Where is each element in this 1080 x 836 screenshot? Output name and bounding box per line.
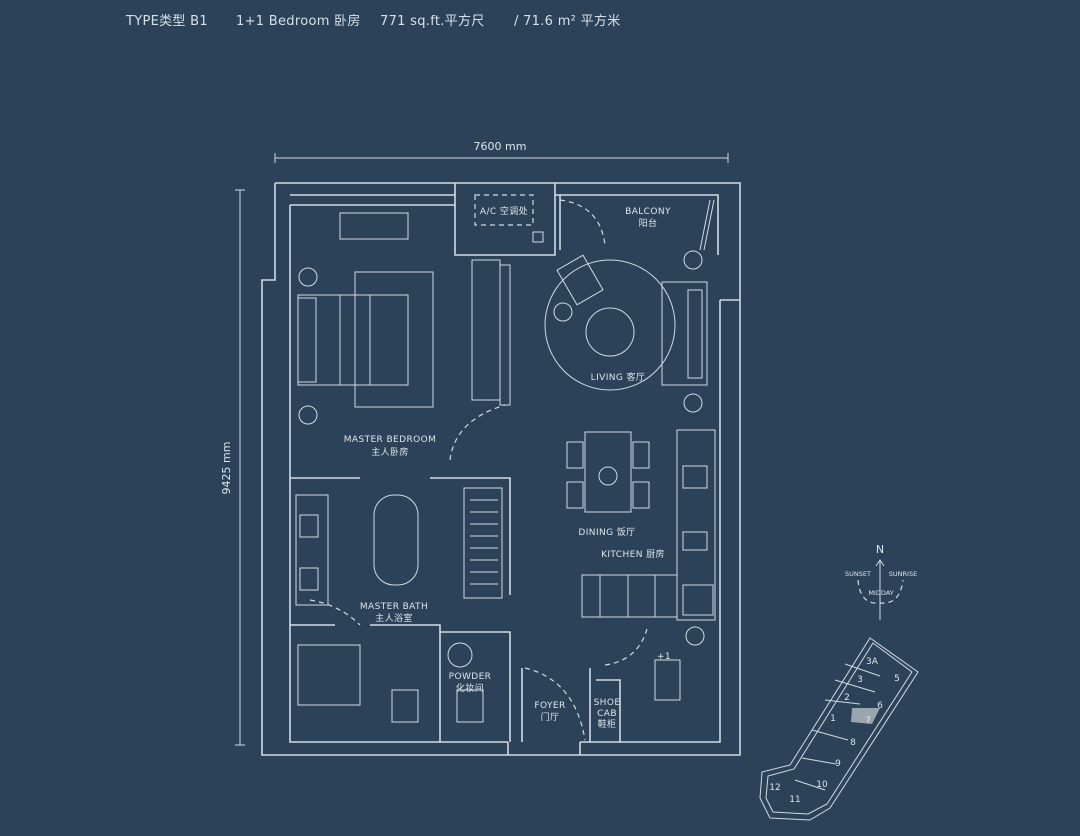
master-bath-label-en: MASTER BATH: [360, 602, 428, 612]
wardrobe-tv-unit: [471, 259, 511, 406]
width-dimension: 7600 mm: [274, 140, 729, 163]
midday-label: MIDDAY: [868, 589, 893, 597]
foyer-label-en: FOYER: [534, 701, 565, 711]
keyplan-unit: 10: [816, 780, 828, 790]
dining-table: [566, 431, 650, 513]
kitchen-label: KITCHEN 厨房: [601, 548, 665, 560]
shoe-cab-label-cn: 鞋柜: [598, 718, 617, 730]
north-label: N: [876, 543, 884, 556]
key-plan: 3A 3 5 2 6 1 7 8 9 10 12 11: [759, 637, 919, 821]
bedroom-door-swing: [449, 404, 506, 461]
plus-one-label: +1: [657, 652, 671, 662]
keyplan-unit: 3A: [866, 657, 879, 667]
bedroom-count: 1+1 Bedroom 卧房: [236, 14, 361, 29]
foyer: [521, 624, 681, 742]
powder-label-en: POWDER: [449, 672, 492, 682]
compass: N SUNSET SUNRISE MIDDAY: [845, 543, 917, 620]
shoe-cab-label-2: CAB: [597, 709, 617, 719]
keyplan-unit: 3: [857, 675, 863, 685]
keyplan-unit: 11: [789, 795, 800, 805]
kitchen-counter: [581, 429, 716, 646]
balcony-label-cn: 阳台: [639, 217, 658, 229]
living-label: LIVING 客厅: [591, 371, 646, 383]
keyplan-unit: 2: [844, 693, 850, 703]
depth-dimension: 9425 mm: [220, 189, 245, 746]
keyplan-unit: 9: [835, 759, 841, 769]
bathroom-walls: [290, 477, 511, 742]
highlighted-unit: [851, 708, 880, 724]
master-bedroom-label-en: MASTER BEDROOM: [344, 435, 437, 445]
living-furniture: [544, 250, 708, 413]
area-sqft: 771 sq.ft.平方尺: [380, 14, 485, 29]
bed: [297, 212, 434, 425]
exterior-walls: [261, 182, 741, 756]
shoe-cab-label-1: SHOE: [594, 698, 621, 708]
depth-label: 9425 mm: [220, 442, 233, 495]
dining-label: DINING 饭厅: [578, 526, 635, 538]
powder-label-cn: 化妆间: [456, 682, 484, 694]
foyer-label-cn: 门厅: [541, 711, 560, 723]
balcony-door-swing: [559, 199, 606, 246]
master-bath-label-cn: 主人浴室: [375, 612, 413, 624]
keyplan-unit: 7: [865, 716, 871, 726]
sunrise-label: SUNRISE: [889, 570, 917, 578]
ac-label: A/C 空调处: [480, 205, 528, 217]
width-label: 7600 mm: [474, 140, 527, 153]
area-sqm: / 71.6 m² 平方米: [514, 14, 621, 29]
keyplan-unit: 8: [850, 738, 856, 748]
master-bedroom-label-cn: 主人卧房: [371, 446, 409, 458]
keyplan-unit: 5: [894, 674, 900, 684]
keyplan-unit: 1: [830, 714, 836, 724]
balcony-label-en: BALCONY: [625, 207, 671, 217]
sunset-label: SUNSET: [845, 570, 871, 578]
unit-type: TYPE类型 B1: [126, 14, 208, 29]
ac-ledge: A/C 空调处: [474, 194, 544, 243]
keyplan-unit: 12: [769, 783, 780, 793]
keyplan-unit: 6: [877, 701, 883, 711]
